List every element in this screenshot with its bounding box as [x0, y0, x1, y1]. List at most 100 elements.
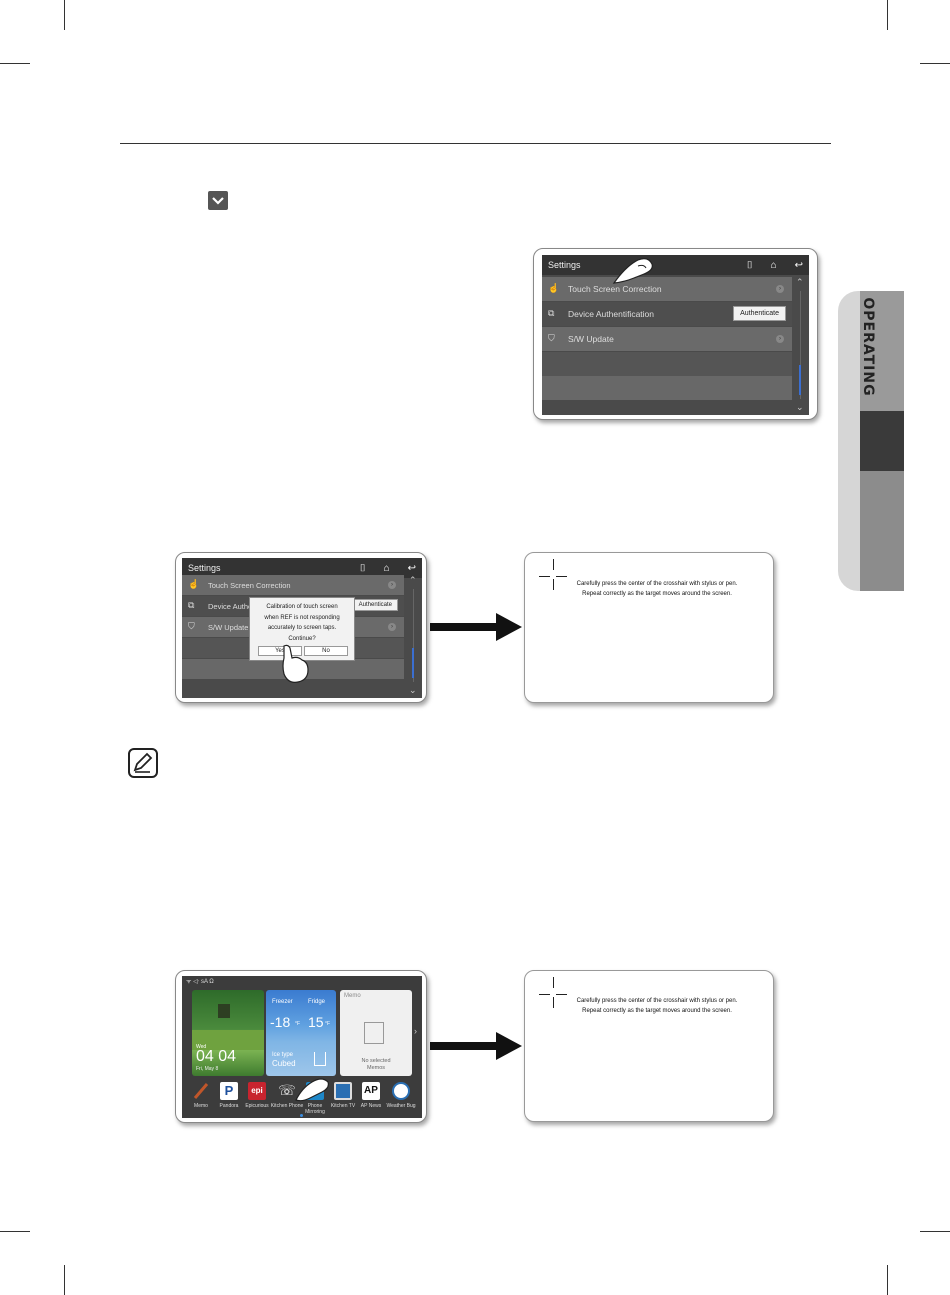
arrow-right-icon: [496, 613, 522, 641]
fridge-temperature-widget[interactable]: Freezer Fridge -18 °F 15 °F Ice type Cub…: [266, 990, 336, 1076]
kitchen-tv-app-icon[interactable]: [334, 1082, 352, 1100]
section-side-tab: OPERATING: [838, 291, 904, 591]
scrollbar[interactable]: ⌃ ⌄: [409, 575, 417, 695]
crop-mark: [920, 63, 950, 64]
page-title: Settings: [188, 563, 221, 573]
crosshair-icon[interactable]: [539, 559, 567, 590]
home-icon[interactable]: ⌂: [770, 259, 777, 271]
ice-type-label: Ice type: [272, 1052, 294, 1058]
clock-day: Wed: [196, 1044, 207, 1050]
arrow-right-icon: [496, 1032, 522, 1060]
app-label: Weather Bug: [386, 1103, 416, 1109]
kitchen-phone-app-icon[interactable]: ☏: [278, 1082, 296, 1098]
crop-mark: [64, 0, 65, 30]
crop-mark: [0, 63, 30, 64]
home-icon[interactable]: ⌂: [383, 562, 390, 574]
settings-item-sw-update[interactable]: ⛉ S/W Update ›: [542, 327, 792, 351]
crop-mark: [887, 0, 888, 30]
back-icon[interactable]: ↩: [794, 259, 803, 271]
memo-widget[interactable]: Memo No selected Memos: [340, 990, 412, 1076]
page-title: Settings: [548, 260, 581, 270]
memo-icon: [364, 1022, 384, 1044]
calibration-screen-1: Carefully press the center of the crossh…: [524, 552, 774, 703]
settings-empty-row: [542, 376, 792, 400]
dialog-text-line: Calibration of touch screen: [266, 604, 338, 610]
pandora-app-icon[interactable]: P: [220, 1082, 238, 1100]
touch-icon: ☝: [548, 283, 560, 293]
touch-icon: ☝: [188, 579, 200, 589]
chevron-down-icon: [208, 191, 228, 210]
clock-widget[interactable]: Wed 04 04 Fri, May 8: [192, 990, 264, 1076]
clock-time: 04 04: [196, 1048, 237, 1065]
app-label: Phone Mirroring: [305, 1103, 325, 1115]
scrollbar[interactable]: ⌃ ⌄: [796, 277, 804, 412]
arrow-right-icon: ›: [776, 335, 784, 343]
weather-bug-app-icon[interactable]: [392, 1082, 410, 1100]
section-label: OPERATING: [860, 297, 876, 397]
calibration-instruction: Carefully press the center of the crossh…: [576, 581, 738, 587]
hand-pointer-icon: [282, 644, 309, 683]
arrow-right-icon: [430, 623, 498, 631]
crop-mark: [0, 1231, 30, 1232]
crop-mark: [920, 1231, 950, 1232]
settings-item-touch-screen[interactable]: ☝ Touch Screen Correction ›: [542, 277, 792, 301]
settings-item-device-auth[interactable]: ⧉ Device Authentification Authenticate: [542, 302, 792, 326]
app-label: Kitchen TV: [330, 1103, 356, 1109]
yes-button[interactable]: Yes: [258, 646, 302, 656]
device-icon: ⧉: [188, 600, 195, 610]
clock-date: Fri, May 8: [196, 1066, 219, 1072]
calibration-screen-2: Carefully press the center of the crossh…: [524, 970, 774, 1122]
dialog-text-line: when REF is not responding: [264, 614, 340, 621]
crosshair-icon[interactable]: [539, 977, 567, 1008]
ice-cup-icon: [314, 1052, 326, 1066]
arrow-right-icon: ›: [388, 581, 396, 589]
calibration-instruction: Carefully press the center of the crossh…: [576, 998, 738, 1004]
settings-title-bar: Settings ⌷ ⌂ ↩: [542, 255, 809, 275]
dialog-text-line: Continue?: [288, 635, 316, 642]
shield-icon: ⛉: [548, 333, 555, 343]
fridge-label: Fridge: [308, 999, 326, 1005]
arrow-right-icon: ›: [776, 285, 784, 293]
app-label: Epicurious: [245, 1103, 269, 1109]
authenticate-button[interactable]: Authenticate: [733, 306, 786, 321]
app-label: AP News: [360, 1103, 382, 1109]
hand-pointer-icon: [295, 1078, 329, 1102]
note-icon: [128, 748, 158, 778]
shield-icon: ⛉: [188, 621, 195, 631]
app-label: Pandora: [219, 1103, 239, 1109]
memo-title: Memo: [344, 993, 361, 999]
fridge-temp: 15: [308, 1014, 324, 1030]
page-indicator: [300, 1114, 303, 1117]
hand-pointer-icon: [612, 258, 653, 284]
authenticate-button[interactable]: Authenticate: [352, 599, 398, 611]
arrow-right-icon: ›: [388, 623, 396, 631]
no-button[interactable]: No: [304, 646, 348, 656]
home-screenshot: ᯤ ◁ᐧ sA Ω Wed 04 04 Fri, May 8 Freezer F…: [175, 970, 427, 1123]
header-rule: [120, 143, 831, 144]
calibration-instruction: Repeat correctly as the target moves aro…: [582, 591, 732, 597]
calibration-instruction: Repeat correctly as the target moves aro…: [582, 1008, 732, 1014]
settings-screenshot-1: Settings ⌷ ⌂ ↩ ☝ Touch Screen Correction…: [533, 248, 818, 420]
ice-type-value: Cubed: [272, 1059, 296, 1068]
crop-mark: [64, 1265, 65, 1295]
arrow-right-icon: [430, 1042, 498, 1050]
app-label: Memo: [194, 1103, 208, 1109]
settings-item-touch-screen[interactable]: ☝ Touch Screen Correction ›: [182, 575, 404, 595]
calibration-dialog: Calibration of touch screen when REF is …: [249, 597, 355, 661]
settings-screenshot-2: Settings ⌷ ⌂ ↩ ☝ Touch Screen Correction…: [175, 552, 427, 703]
crop-mark: [887, 1265, 888, 1295]
device-icon: ⧉: [548, 308, 555, 318]
water-filter-icon[interactable]: ⌷: [359, 562, 366, 574]
epicurious-app-icon[interactable]: epi: [248, 1082, 266, 1100]
freezer-temp: -18: [270, 1014, 291, 1030]
back-icon[interactable]: ↩: [407, 562, 416, 574]
freezer-label: Freezer: [272, 999, 293, 1005]
memo-app-icon[interactable]: [192, 1082, 210, 1100]
water-filter-icon[interactable]: ⌷: [746, 259, 753, 271]
status-bar: ᯤ ◁ᐧ sA Ω: [186, 979, 214, 985]
app-label: Kitchen Phone: [270, 1103, 304, 1109]
dialog-text-line: accurately to screen taps.: [267, 625, 337, 631]
next-page-icon[interactable]: ›: [414, 1026, 417, 1036]
settings-empty-row: [542, 352, 792, 376]
ap-news-app-icon[interactable]: AP: [362, 1082, 380, 1100]
